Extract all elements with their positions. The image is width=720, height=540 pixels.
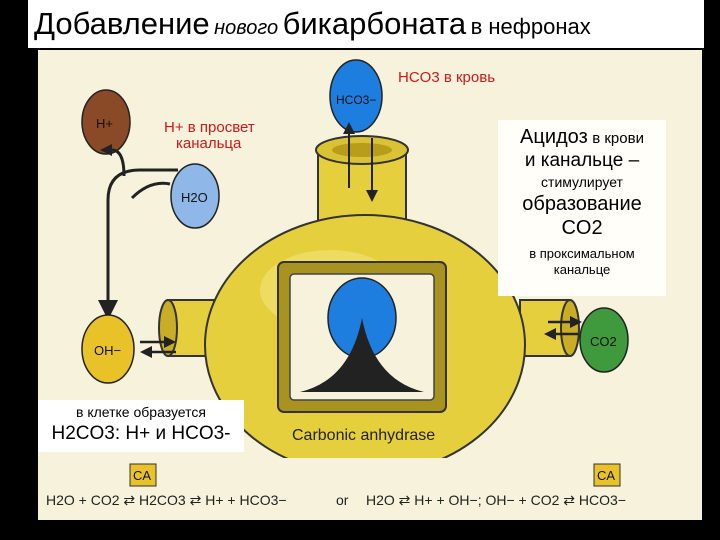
ca-badge-left: [129, 463, 157, 487]
tubule-left-opening: [158, 299, 178, 357]
h-ball: [81, 89, 131, 155]
arrowhead-oh-right: [164, 336, 176, 348]
h-lumen-label-1: H+ в просвет: [164, 119, 255, 136]
arrow-h2o: [130, 181, 171, 200]
arrowhead-up: [343, 122, 355, 134]
ca-badge-right: [593, 463, 621, 487]
co2-ball: [579, 307, 629, 373]
h2o-text: H2O: [181, 190, 208, 205]
h-text: H+: [96, 116, 113, 131]
acid-line4: образование: [522, 193, 642, 215]
cell-note: в клетке образуется H2CO3: H+ и HCO3-: [38, 400, 244, 452]
hco3-text: HCO3−: [336, 93, 376, 107]
arrow-oh-to-h2o: [106, 168, 178, 320]
title-part2: нового: [214, 17, 279, 39]
tubule-lumen: [332, 143, 392, 157]
acid-line1b: в крови: [592, 130, 644, 147]
co2-text: CO2: [590, 334, 617, 349]
title-part3: бикарбоната: [282, 6, 467, 41]
acid-line5: CO2: [561, 217, 603, 239]
acid-line2: и канальце –: [524, 150, 640, 171]
hco3-ball: [329, 59, 383, 133]
equation-right: H2O ⇄ H+ + OH−; OH− + CO2 ⇄ HCO3−: [366, 492, 626, 508]
acidosis-note: Ацидоз в крови и канальце – стимулирует …: [498, 120, 666, 296]
arrowhead-oh-left: [140, 346, 152, 358]
acid-line1a: Ацидоз: [520, 126, 588, 148]
title-bar: [28, 0, 704, 48]
page-title: Добавление нового бикарбоната в нефронах: [34, 6, 591, 42]
arrowhead-co2-right: [570, 316, 582, 328]
hco3-blood-label: HCO3 в кровь: [398, 69, 496, 86]
enzyme-label: Carbonic anhydrase: [292, 427, 435, 444]
title-part1: Добавление: [34, 6, 210, 41]
cell-note-line2: H2CO3: H+ и HCO3-: [51, 423, 231, 444]
acid-line7: канальце: [553, 262, 611, 277]
acid-line3: стимулирует: [541, 174, 623, 190]
oh-ball: [81, 314, 135, 384]
arrowhead-down: [366, 190, 378, 202]
arrowhead-h: [100, 144, 112, 156]
oh-text: OH−: [94, 343, 121, 358]
acid-line6: в проксимальном: [529, 246, 635, 261]
arrowhead-oh: [98, 300, 118, 320]
title-part4: в нефронах: [470, 14, 591, 39]
cell-note-line1: в клетке образуется: [76, 404, 206, 420]
arrow-to-h: [111, 148, 126, 177]
arrowhead-co2-left: [544, 328, 556, 340]
equation-left: H2O + CO2 ⇄ H2CO3 ⇄ H+ + HCO3−: [46, 492, 287, 508]
ca-right-text: CA: [597, 468, 615, 483]
h-lumen-label-2: канальца: [176, 135, 242, 152]
h2o-ball: [170, 163, 220, 229]
equation-or: or: [336, 492, 349, 508]
enzyme-shape: [300, 318, 424, 392]
ca-left-text: CA: [133, 468, 151, 483]
